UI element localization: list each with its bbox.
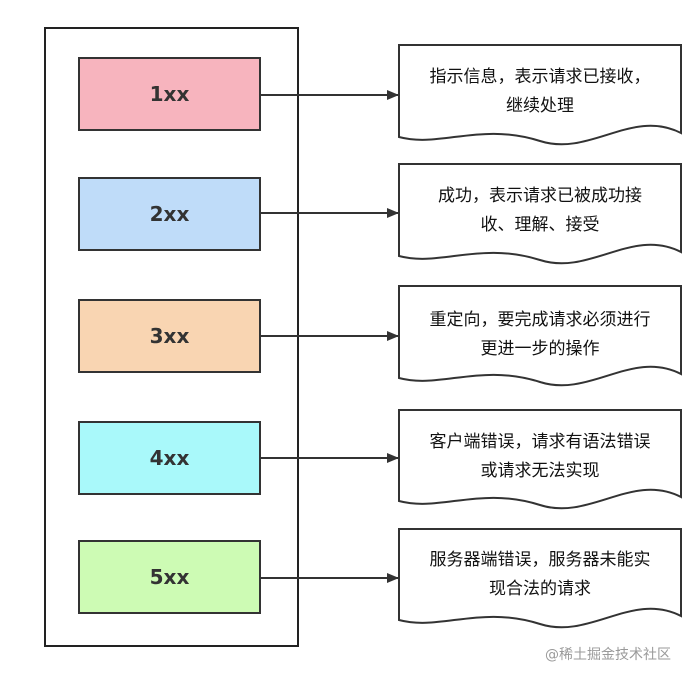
note-line: 服务器端错误，服务器未能实 xyxy=(429,550,651,570)
note-shape-1xx xyxy=(398,44,682,146)
code-box-5xx: 5xx xyxy=(78,540,261,614)
note-shape-3xx xyxy=(398,285,682,387)
code-box-4xx: 4xx xyxy=(78,421,261,495)
note-shape-2xx xyxy=(398,163,682,265)
note-shape-4xx xyxy=(398,409,682,510)
note-text-4xx: 客户端错误，请求有语法错误 或请求无法实现 xyxy=(404,428,676,486)
code-label-1xx: 1xx xyxy=(149,82,190,106)
code-box-1xx: 1xx xyxy=(78,57,261,131)
note-line: 成功，表示请求已被成功接 xyxy=(438,186,642,206)
code-label-4xx: 4xx xyxy=(149,446,190,470)
note-line: 或请求无法实现 xyxy=(480,461,600,481)
note-text-5xx: 服务器端错误，服务器未能实 现合法的请求 xyxy=(404,546,676,604)
note-line: 更进一步的操作 xyxy=(480,339,600,359)
note-line: 收、理解、接受 xyxy=(480,215,600,235)
note-text-1xx: 指示信息，表示请求已接收， 继续处理 xyxy=(404,63,676,121)
note-line: 现合法的请求 xyxy=(489,579,591,599)
note-line: 指示信息，表示请求已接收， xyxy=(429,67,651,87)
code-box-2xx: 2xx xyxy=(78,177,261,251)
note-shape-5xx xyxy=(398,528,682,629)
note-line: 重定向，要完成请求必须进行 xyxy=(429,310,651,330)
code-label-5xx: 5xx xyxy=(149,565,190,589)
code-label-2xx: 2xx xyxy=(149,202,190,226)
note-text-3xx: 重定向，要完成请求必须进行 更进一步的操作 xyxy=(404,306,676,364)
note-text-2xx: 成功，表示请求已被成功接 收、理解、接受 xyxy=(404,182,676,240)
note-line: 继续处理 xyxy=(506,96,574,116)
code-box-3xx: 3xx xyxy=(78,299,261,373)
code-label-3xx: 3xx xyxy=(149,324,190,348)
note-line: 客户端错误，请求有语法错误 xyxy=(429,432,651,452)
watermark: @稀土掘金技术社区 xyxy=(545,647,671,663)
